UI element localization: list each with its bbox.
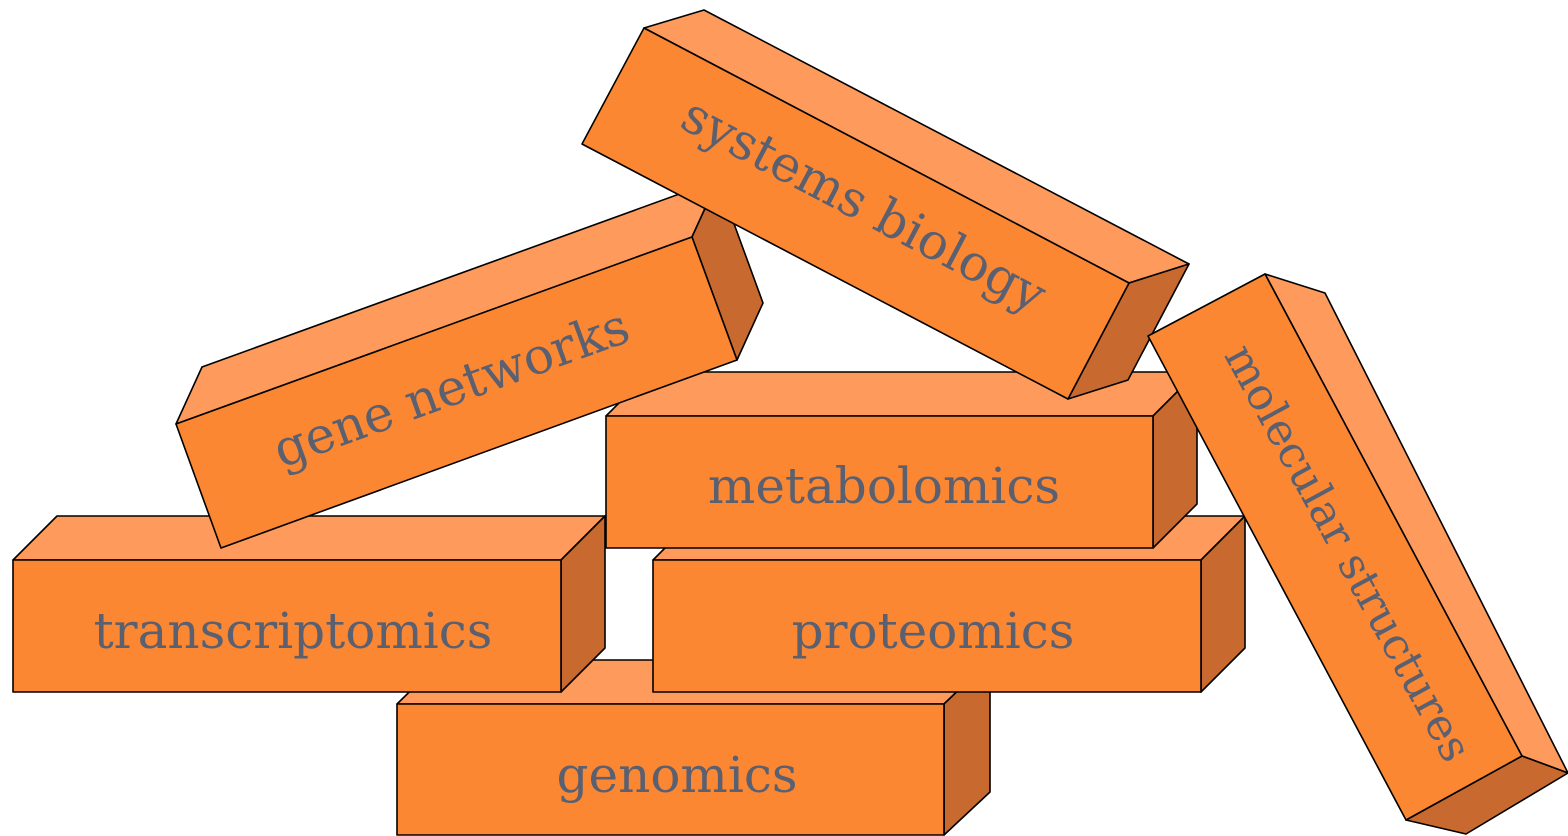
brick-proteomics-label: proteomics: [792, 602, 1075, 660]
brick-proteomics-front: [652, 559, 1202, 693]
brick-metabolomics: metabolomics: [605, 371, 1198, 549]
brick-transcriptomics-front: [12, 559, 562, 693]
brick-transcriptomics-top: [12, 515, 606, 561]
brick-molecular-structures-front: [1147, 273, 1523, 821]
brick-gene-networks: gene networks: [175, 179, 764, 549]
brick-metabolomics-label: metabolomics: [708, 457, 1060, 515]
brick-transcriptomics: transcriptomics: [12, 515, 606, 693]
brick-gene-networks-front: [175, 236, 738, 549]
brick-systems-biology: systems biology: [581, 9, 1190, 400]
brick-transcriptomics-label: transcriptomics: [94, 602, 493, 660]
brick-systems-biology-front: [581, 27, 1130, 400]
brick-genomics-label: genomics: [557, 746, 798, 804]
brick-genomics-front: [396, 703, 945, 836]
brick-metabolomics-front: [605, 415, 1154, 549]
